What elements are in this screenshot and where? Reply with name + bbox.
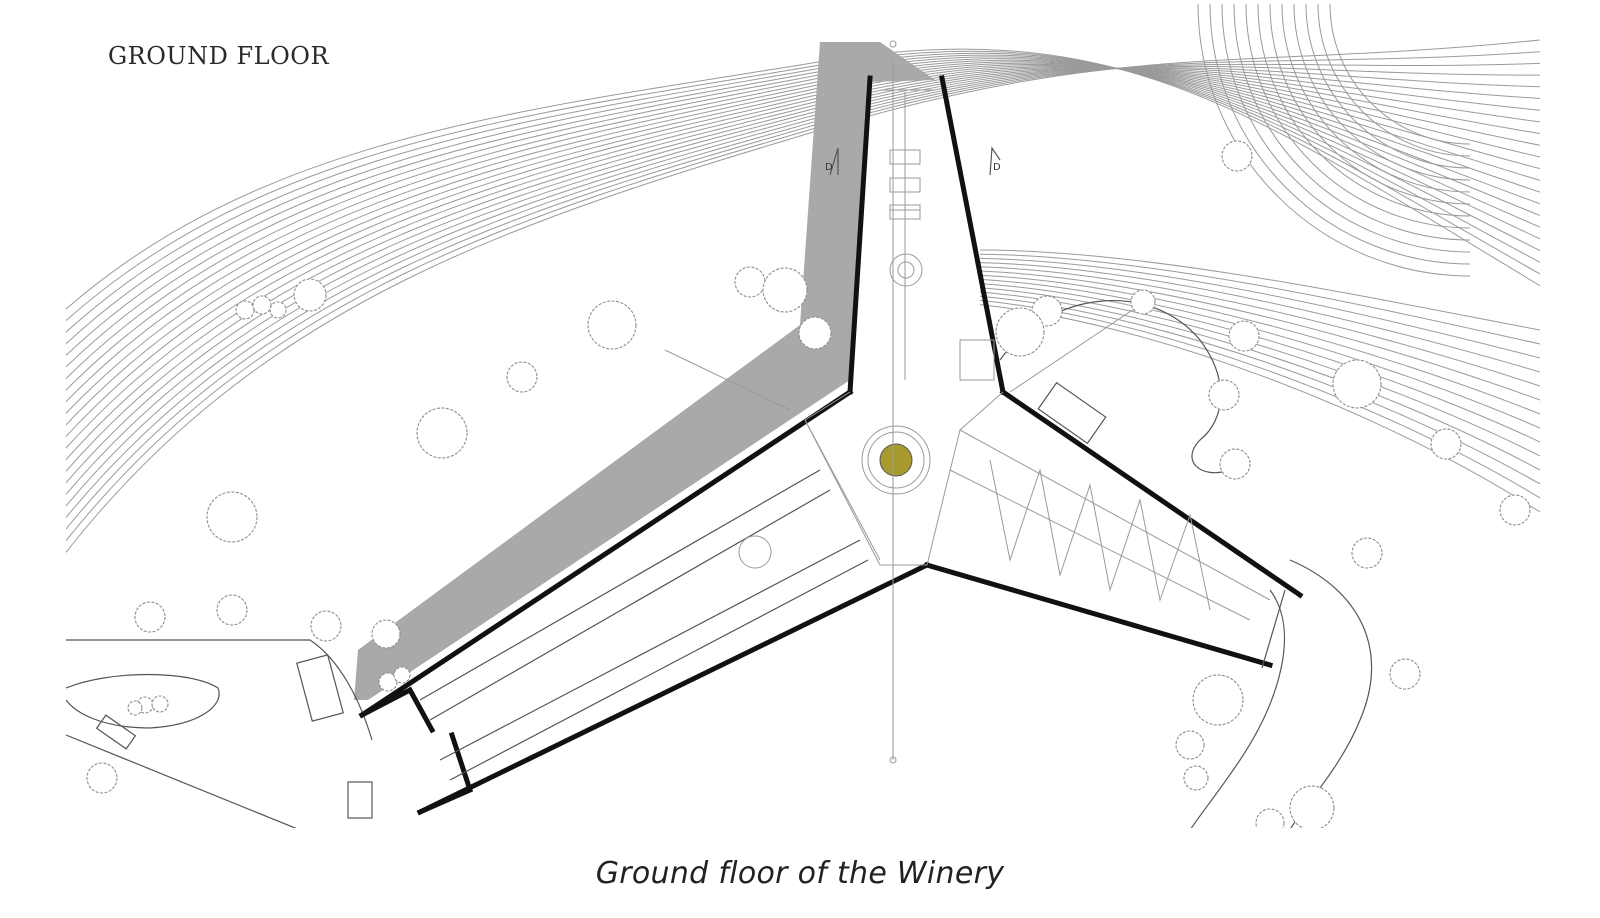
contour-line	[1257, 4, 1471, 217]
tree	[1332, 359, 1382, 409]
floor-plan-drawing: GROUND FLOOR D D	[66, 4, 1540, 828]
building-walls	[358, 40, 1304, 816]
tree	[86, 762, 118, 794]
tree	[762, 267, 808, 313]
tree	[1219, 448, 1251, 480]
tree	[378, 672, 398, 692]
tree	[235, 300, 255, 320]
contour-line	[66, 62, 1540, 531]
contour-line	[979, 249, 1540, 331]
contour-line	[979, 266, 1540, 387]
tree	[134, 601, 166, 633]
tree	[1221, 140, 1253, 172]
contour-line	[979, 257, 1540, 359]
tree	[252, 295, 272, 315]
contour-line	[1281, 4, 1471, 193]
tree	[1175, 730, 1205, 760]
tree	[216, 594, 248, 626]
tree	[127, 700, 143, 716]
floor-plan-svg	[66, 4, 1540, 828]
tree	[734, 266, 766, 298]
contour-line	[979, 253, 1540, 345]
tree	[1289, 785, 1335, 828]
contour-line	[1245, 4, 1471, 229]
contour-line	[979, 287, 1540, 457]
tree	[506, 361, 538, 393]
tree	[995, 307, 1045, 357]
contour-line	[66, 65, 1540, 519]
contour-line	[66, 39, 1540, 554]
contour-line	[1269, 4, 1471, 205]
contour-line	[979, 278, 1540, 429]
access-roads	[66, 300, 1373, 828]
tree	[587, 300, 637, 350]
contour-line	[1305, 4, 1471, 169]
site-trees	[86, 140, 1531, 828]
tree	[371, 619, 401, 649]
contour-line	[1221, 4, 1471, 253]
contour-line	[979, 304, 1540, 513]
contour-line	[1209, 4, 1471, 265]
tree	[1430, 428, 1462, 460]
tree	[310, 610, 342, 642]
tree	[1192, 674, 1244, 726]
contour-line	[979, 262, 1540, 373]
contour-line	[1197, 4, 1471, 277]
figure-caption: Ground floor of the Winery	[595, 856, 1005, 891]
tree	[1351, 537, 1383, 569]
tree	[206, 491, 258, 543]
contour-line	[979, 274, 1540, 415]
building-shadow	[354, 42, 935, 700]
tree	[1228, 320, 1260, 352]
contour-line	[979, 283, 1540, 443]
vehicles	[95, 381, 1107, 819]
tree	[151, 695, 169, 713]
tree	[269, 301, 287, 319]
contour-line	[66, 51, 1540, 542]
contour-line	[979, 295, 1540, 485]
tree	[293, 278, 327, 312]
tree	[1208, 379, 1240, 411]
section-marker-right: D	[993, 162, 1001, 173]
tree	[393, 666, 411, 684]
tree	[1389, 658, 1421, 690]
tree	[416, 407, 468, 459]
contour-line	[979, 270, 1540, 401]
tree	[1255, 808, 1285, 828]
courtyard-tree	[879, 443, 913, 477]
contour-line	[1233, 4, 1471, 241]
contour-line	[1317, 4, 1471, 157]
tree	[1499, 494, 1531, 526]
plan-title: GROUND FLOOR	[108, 42, 330, 70]
contour-line	[1293, 4, 1471, 181]
tree	[798, 316, 832, 350]
tree	[1130, 289, 1156, 315]
tree	[1183, 765, 1209, 791]
contour-line	[1329, 4, 1471, 145]
section-marker-left: D	[825, 162, 833, 173]
